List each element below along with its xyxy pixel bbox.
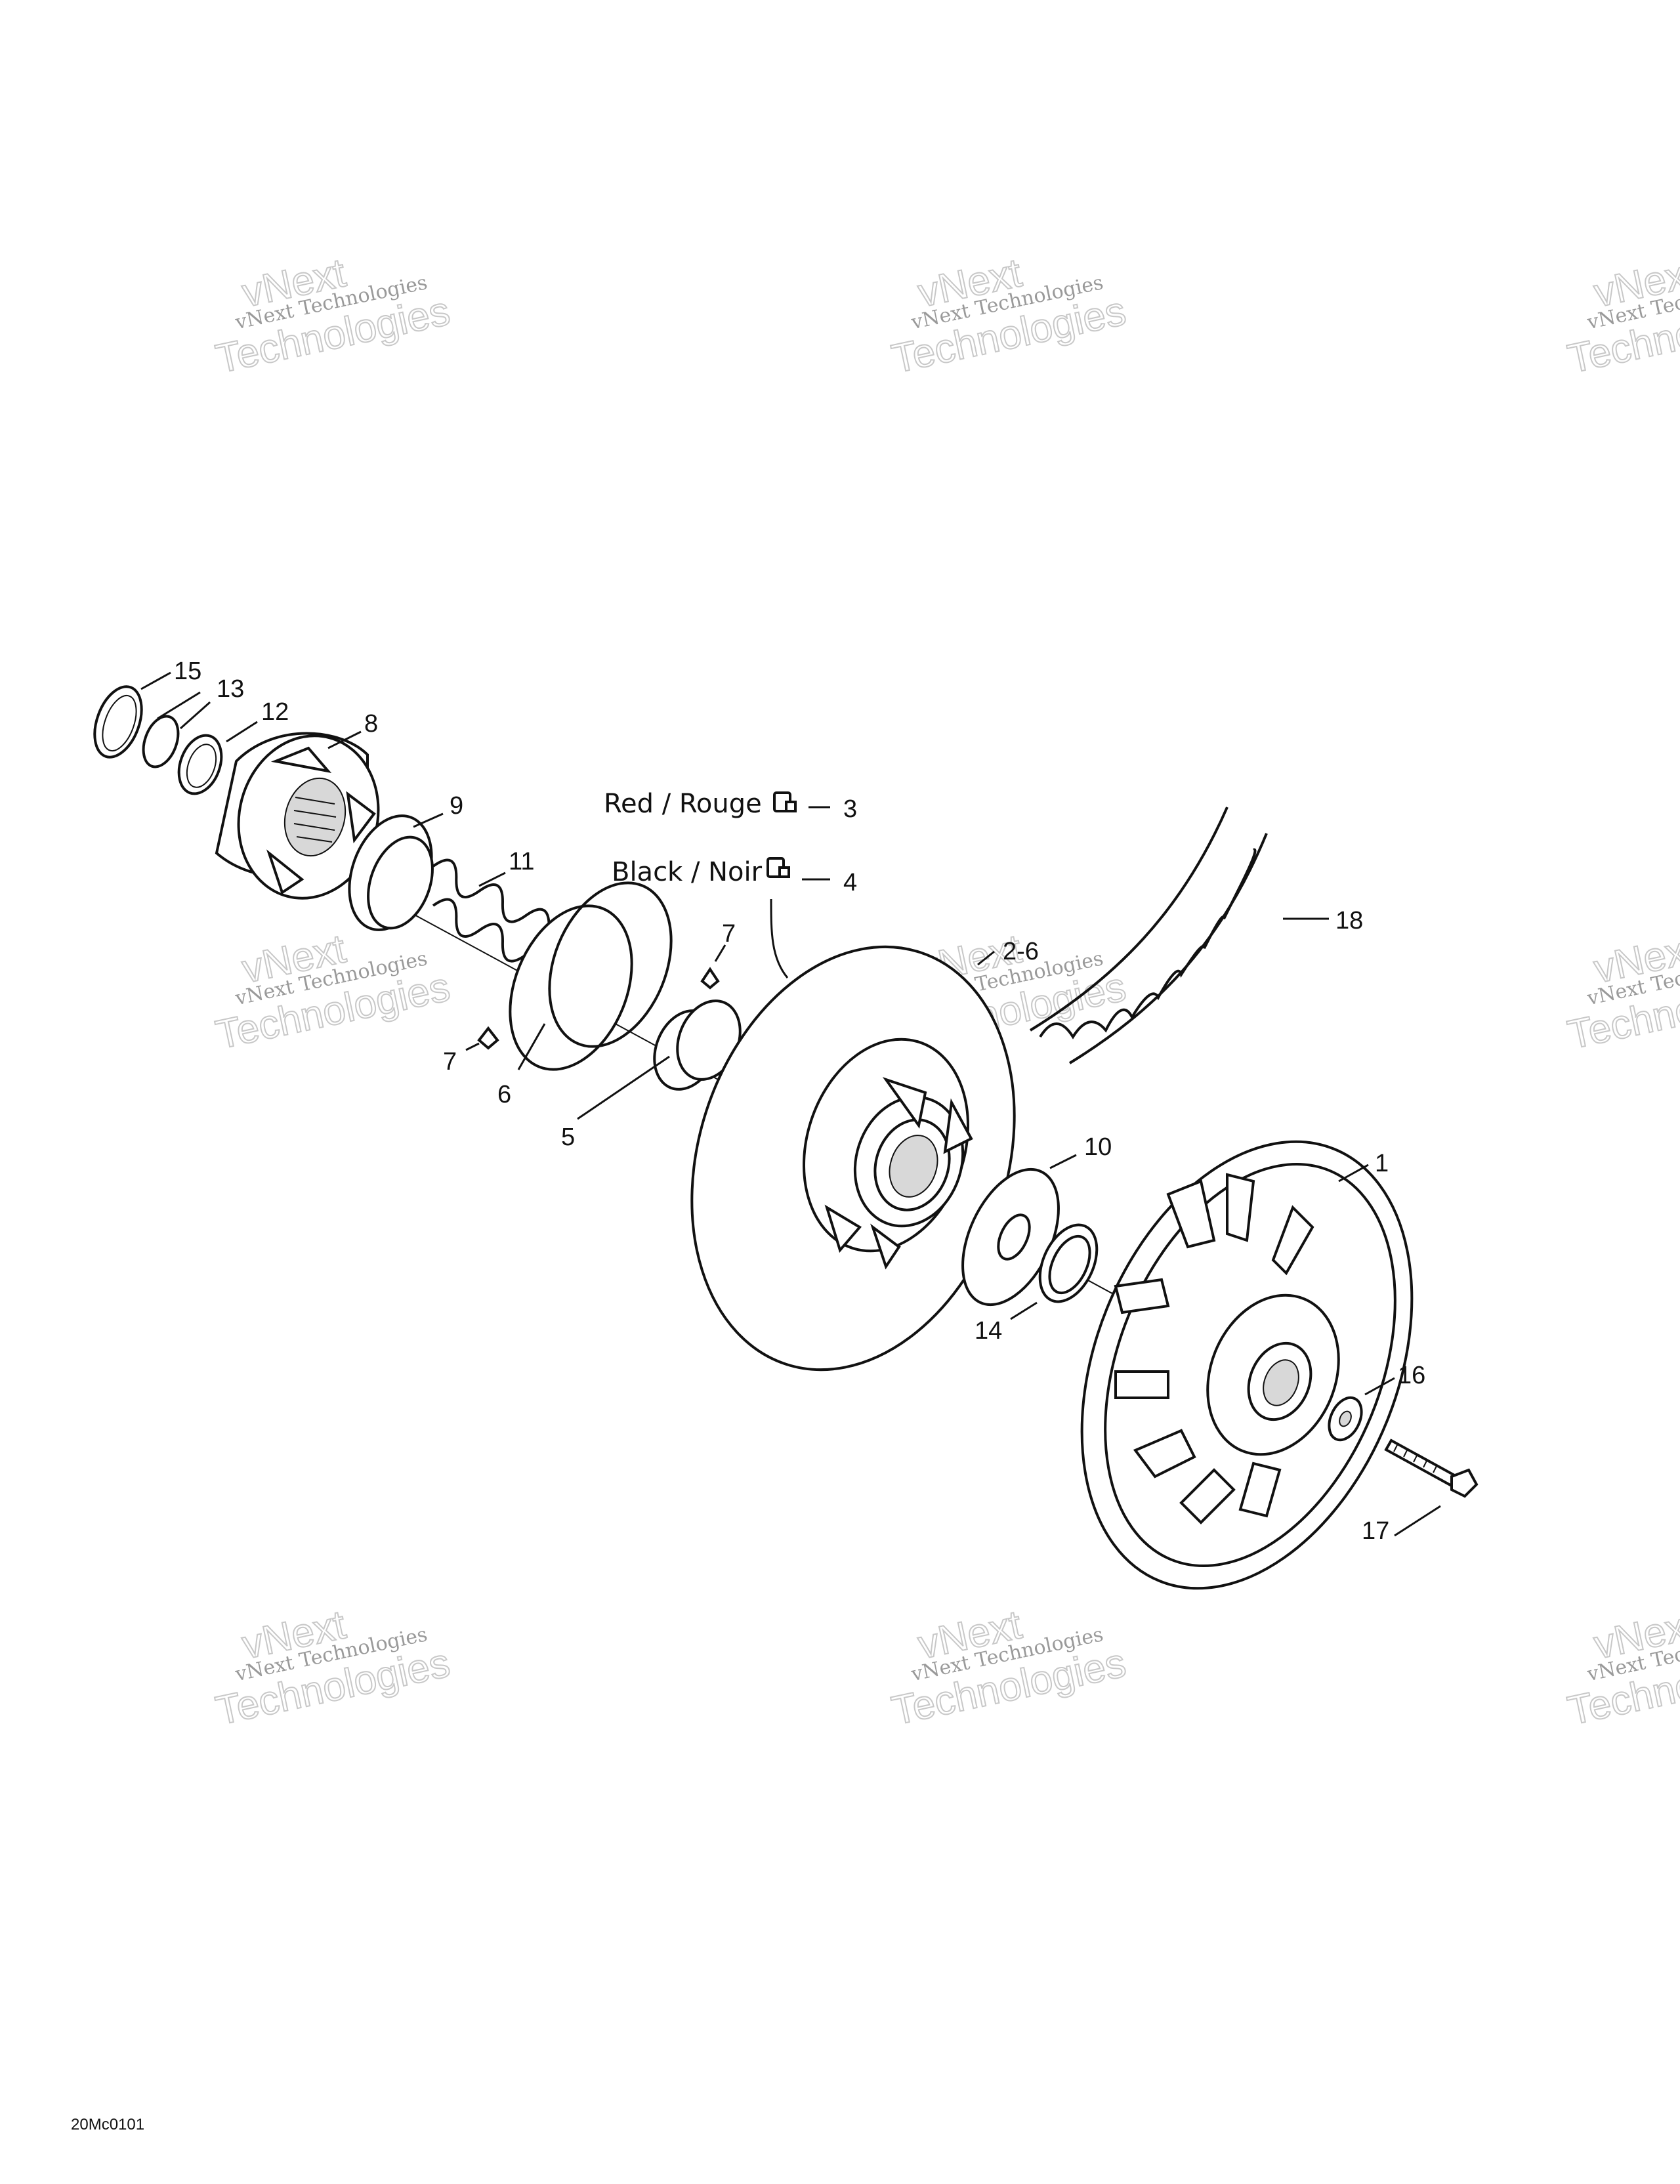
leader-1 <box>1338 1164 1369 1183</box>
leader-16 <box>1364 1377 1395 1396</box>
watermark-bottom-center: vNext vNext Technologies Technologies <box>887 1601 1130 1734</box>
leader-2-6 <box>770 898 789 978</box>
callout-10: 10 <box>1084 1133 1112 1161</box>
leader-5 <box>577 1055 670 1120</box>
part-1-fixed-sheave <box>1080 1140 1414 1590</box>
part-17-bolt <box>1384 1438 1479 1498</box>
leader-8 <box>327 730 362 749</box>
wire-labels: Red / Rouge Black / Noir <box>604 789 763 887</box>
watermark-mid-right: vNext vNext Technologies Technologies <box>1563 925 1680 1059</box>
part-16-washer <box>1328 1396 1363 1442</box>
callout-7-lower: 7 <box>443 1048 457 1076</box>
part-9-ring <box>348 814 434 931</box>
callout-4: 4 <box>843 869 857 896</box>
callout-labels: 15 13 12 8 9 11 7 7 6 5 3 4 2-6 10 14 1 … <box>174 658 1425 1545</box>
callout-2-6: 2-6 <box>1003 938 1039 965</box>
leader-10 <box>1049 1154 1077 1169</box>
callout-3: 3 <box>843 795 857 823</box>
leader-13b <box>180 701 211 730</box>
callout-13: 13 <box>217 675 244 703</box>
leader-6 <box>517 1023 546 1070</box>
part-12-ring <box>177 734 223 795</box>
callout-8: 8 <box>364 710 378 738</box>
leader-12 <box>226 721 258 743</box>
part-3-weight <box>773 791 797 812</box>
part-7-slider-lower <box>477 1026 499 1050</box>
leader-15 <box>140 671 171 690</box>
part-15-snap-ring <box>93 685 143 759</box>
label-red-rouge: Red / Rouge <box>604 789 762 819</box>
callout-6: 6 <box>497 1081 511 1108</box>
part-8-cam <box>215 732 380 900</box>
callout-15: 15 <box>174 658 201 685</box>
watermark-mid-left: vNext vNext Technologies Technologies <box>211 925 454 1059</box>
leader-2-6b <box>977 950 995 966</box>
part-4-weight <box>766 857 790 878</box>
callout-7-upper: 7 <box>722 920 736 948</box>
leader-13a <box>157 691 201 720</box>
callout-12: 12 <box>261 698 289 726</box>
part-7-slider-upper <box>700 967 720 990</box>
leader-17 <box>1394 1505 1441 1537</box>
watermark-top-right: vNext vNext Technologies Technologies <box>1563 249 1680 383</box>
callout-5: 5 <box>561 1124 575 1151</box>
part-2-sliding-sheave <box>690 945 1016 1372</box>
callout-14: 14 <box>975 1317 1002 1345</box>
callout-11: 11 <box>509 848 534 875</box>
callout-18: 18 <box>1335 907 1363 934</box>
leader-14 <box>1010 1301 1038 1320</box>
callout-17: 17 <box>1362 1517 1389 1545</box>
part-14-ring <box>1038 1223 1099 1303</box>
diagram-code: 20Mc0101 <box>71 2116 144 2133</box>
part-13-ring <box>142 715 180 768</box>
label-black-noir: Black / Noir <box>612 857 763 887</box>
leader-7b <box>714 944 726 962</box>
watermark-bottom-right: vNext vNext Technologies Technologies <box>1563 1601 1680 1734</box>
leader-11 <box>478 872 506 887</box>
part-6-cup <box>509 881 673 1071</box>
callout-1: 1 <box>1375 1150 1389 1177</box>
leader-7a <box>465 1042 480 1051</box>
callout-9: 9 <box>450 792 463 820</box>
watermark-top-left: vNext vNext Technologies Technologies <box>211 249 454 383</box>
part-10-washer <box>961 1167 1060 1307</box>
callout-16: 16 <box>1398 1362 1425 1389</box>
part-18-drive-belt <box>1029 807 1268 1064</box>
watermark-bottom-left: vNext vNext Technologies Technologies <box>211 1601 454 1734</box>
watermark-top-center: vNext vNext Technologies Technologies <box>887 249 1130 383</box>
leader-lines <box>140 671 1441 1537</box>
leader-9 <box>413 812 444 828</box>
